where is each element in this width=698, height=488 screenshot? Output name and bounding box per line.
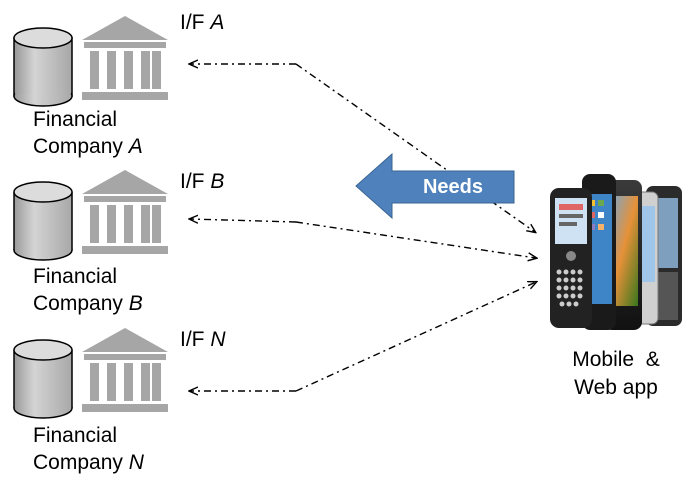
company-name-line1: Financial xyxy=(33,265,118,288)
bank-icon-n xyxy=(82,328,168,412)
database-icon-n xyxy=(13,339,73,419)
needs-label: Needs xyxy=(422,176,484,198)
interface-label-n: I/F N xyxy=(180,328,226,352)
company-word: Company xyxy=(33,451,123,474)
needs-arrow xyxy=(355,152,515,220)
interface-letter: A xyxy=(210,11,225,34)
bank-icon-b xyxy=(82,170,168,254)
connector-n xyxy=(190,282,536,391)
company-name-line2: Company N xyxy=(33,449,144,476)
company-letter: A xyxy=(128,135,143,158)
company-label-n: Financial Company N xyxy=(33,422,144,476)
app-label: Mobile & Web app xyxy=(556,346,676,402)
app-label-line1: Mobile & xyxy=(572,348,660,371)
company-word: Company xyxy=(33,135,123,158)
interface-label-b: I/F B xyxy=(180,170,224,194)
company-label-a: Financial Company A xyxy=(33,106,143,160)
database-icon-b xyxy=(13,181,73,261)
company-letter: N xyxy=(128,451,144,474)
company-letter: B xyxy=(128,292,143,315)
database-icon-a xyxy=(13,27,73,107)
company-name-line2: Company B xyxy=(33,290,143,317)
company-name-line2: Company A xyxy=(33,133,143,160)
interface-label-a: I/F A xyxy=(180,11,224,35)
company-name-line1: Financial xyxy=(33,108,118,131)
mobile-phones-icon xyxy=(550,174,682,330)
app-label-line2: Web app xyxy=(574,376,658,399)
interface-letter: N xyxy=(210,328,226,351)
company-label-b: Financial Company B xyxy=(33,263,143,317)
connector-b xyxy=(190,219,536,258)
bank-icon-a xyxy=(82,16,168,100)
interface-prefix: I/F xyxy=(180,11,205,34)
interface-letter: B xyxy=(210,170,225,193)
connector-a xyxy=(190,64,535,232)
company-name-line1: Financial xyxy=(33,424,118,447)
company-word: Company xyxy=(33,292,123,315)
interface-prefix: I/F xyxy=(180,170,205,193)
interface-prefix: I/F xyxy=(180,328,205,351)
